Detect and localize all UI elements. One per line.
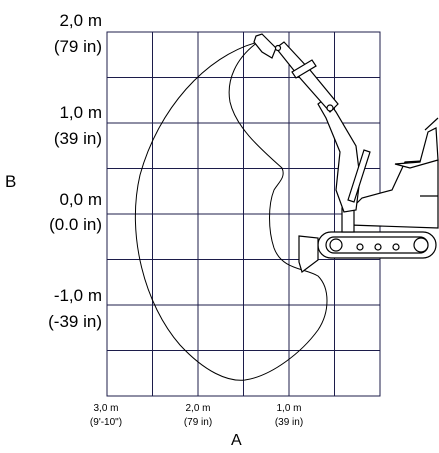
y-tick-inches: (39 in) <box>53 129 102 148</box>
operator-seat <box>394 127 439 169</box>
arm-cylinder <box>291 59 317 79</box>
bucket-pin <box>274 44 282 52</box>
boom-cylinder <box>347 149 371 203</box>
x-tick-inches: (9'-10") <box>89 417 123 428</box>
grid <box>106 31 381 397</box>
y-tick-inches: (0.0 in) <box>49 215 102 234</box>
x-tick-inches: (79 in) <box>183 417 213 428</box>
y-tick-inches: (79 in) <box>53 37 102 56</box>
track-rollers <box>329 237 429 253</box>
bucket <box>253 33 277 59</box>
boom-pin <box>326 104 334 112</box>
x-tick-label: 1,0 m <box>276 403 302 414</box>
arm <box>275 41 339 113</box>
excavator <box>253 33 439 273</box>
x-tick-label: 3,0 m <box>93 403 119 414</box>
y-tick-label: -1,0 m <box>53 286 102 305</box>
x-tick-label: 2,0 m <box>185 403 211 414</box>
rops-frame <box>420 117 439 197</box>
y-tick-label: 2,0 m <box>59 11 102 30</box>
y-tick-label: 0,0 m <box>59 190 102 209</box>
x-tick-inches: (39 in) <box>274 417 304 428</box>
axis-label-b: B <box>5 172 17 191</box>
working-range-envelope <box>134 41 328 381</box>
y-tick-label: 1,0 m <box>59 103 102 122</box>
y-tick-inches: (-39 in) <box>48 312 102 331</box>
outer-reach-curve <box>134 41 328 381</box>
dozer-blade <box>298 235 319 273</box>
axis-label-a: A <box>231 432 242 449</box>
